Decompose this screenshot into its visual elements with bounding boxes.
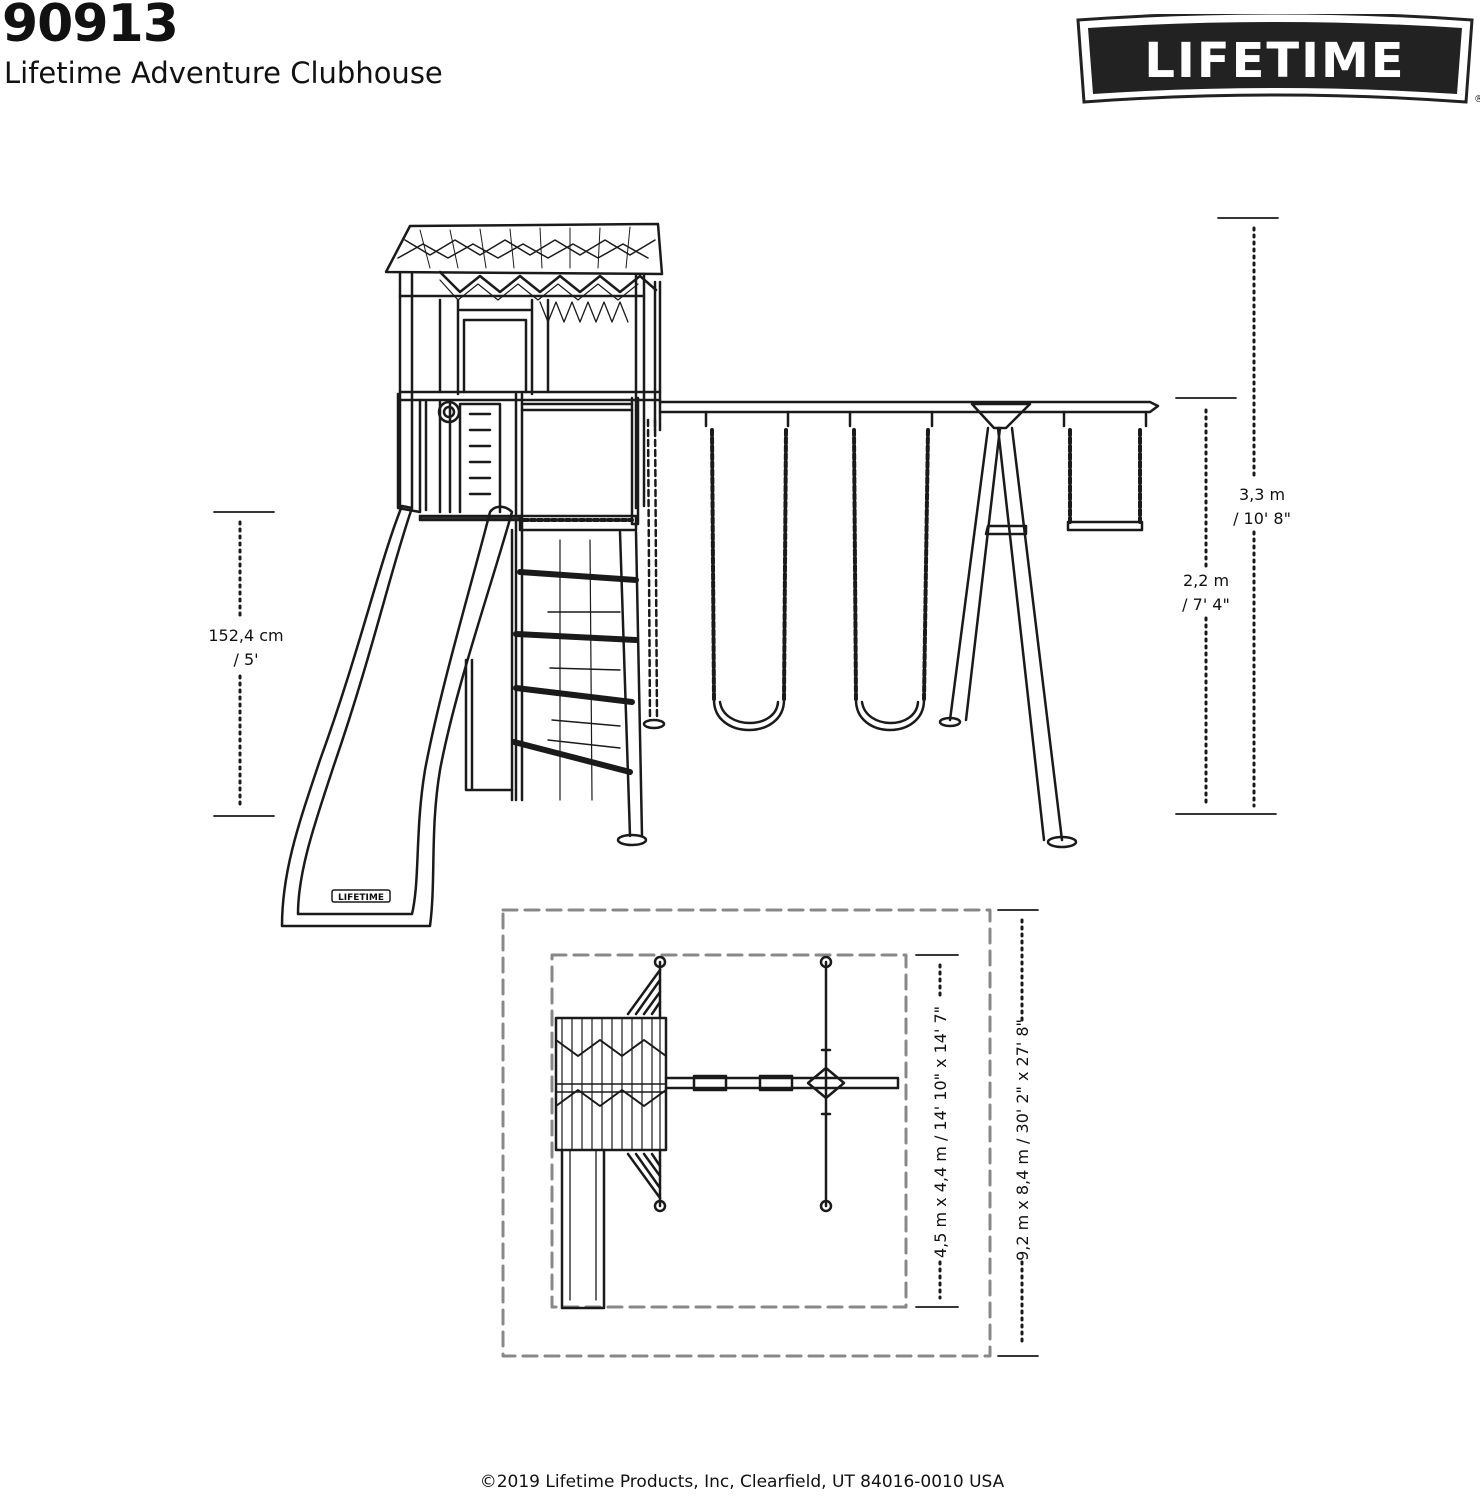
plan-swing-frame [664,955,900,1213]
swing-beam-height-metric: 2,2 m [1183,571,1229,590]
logo-registered-mark: ® [1474,94,1480,105]
trapeze-bar [1066,428,1144,532]
slide-height-imperial: / 5' [233,650,258,669]
model-number: 90913 [2,0,179,54]
logo-text: LIFETIME [1144,33,1405,89]
product-name: Lifetime Adventure Clubhouse [4,56,443,90]
safety-zone-outline [501,908,992,1358]
overall-height-metric: 3,3 m [1239,485,1285,504]
slide-logo-text: LIFETIME [338,893,384,903]
lifetime-logo: LIFETIME ® [1076,14,1480,105]
clubhouse-frame [398,272,662,510]
climbing-bars [464,418,666,847]
copyright-footer: ©2019 Lifetime Products, Inc, Clearfield… [479,1472,1005,1492]
dimension-lines [213,217,1279,817]
safety-zone-dimension: 9,2 m x 8,4 m / 30' 2" x 27' 8" [1013,1019,1032,1261]
clubhouse-deck [396,392,640,802]
swing-seat-1 [710,428,788,732]
slide-height-metric: 152,4 cm [208,626,283,645]
plan-climbing-bars [626,955,667,1213]
footprint-dimension: 4,5 m x 4,4 m / 14' 10" x 14' 7" [931,1006,950,1258]
plan-view [501,908,992,1358]
swing-beam [658,400,1160,849]
swing-beam-height-imperial: / 7' 4" [1182,595,1230,614]
plan-dimension-lines [915,909,1039,1357]
plan-clubhouse-roof [554,1016,668,1152]
swing-seat-2 [852,428,930,732]
slide: LIFETIME [280,504,514,928]
elevation-view: LIFETIME [280,222,1160,928]
clubhouse-roof [384,222,664,301]
overall-height-imperial: / 10' 8" [1233,509,1291,528]
plan-slide [560,1148,606,1310]
footprint-outline [550,953,908,1309]
dimension-labels: 152,4 cm / 5' 2,2 m / 7' 4" 3,3 m / 10' … [208,485,1291,1261]
